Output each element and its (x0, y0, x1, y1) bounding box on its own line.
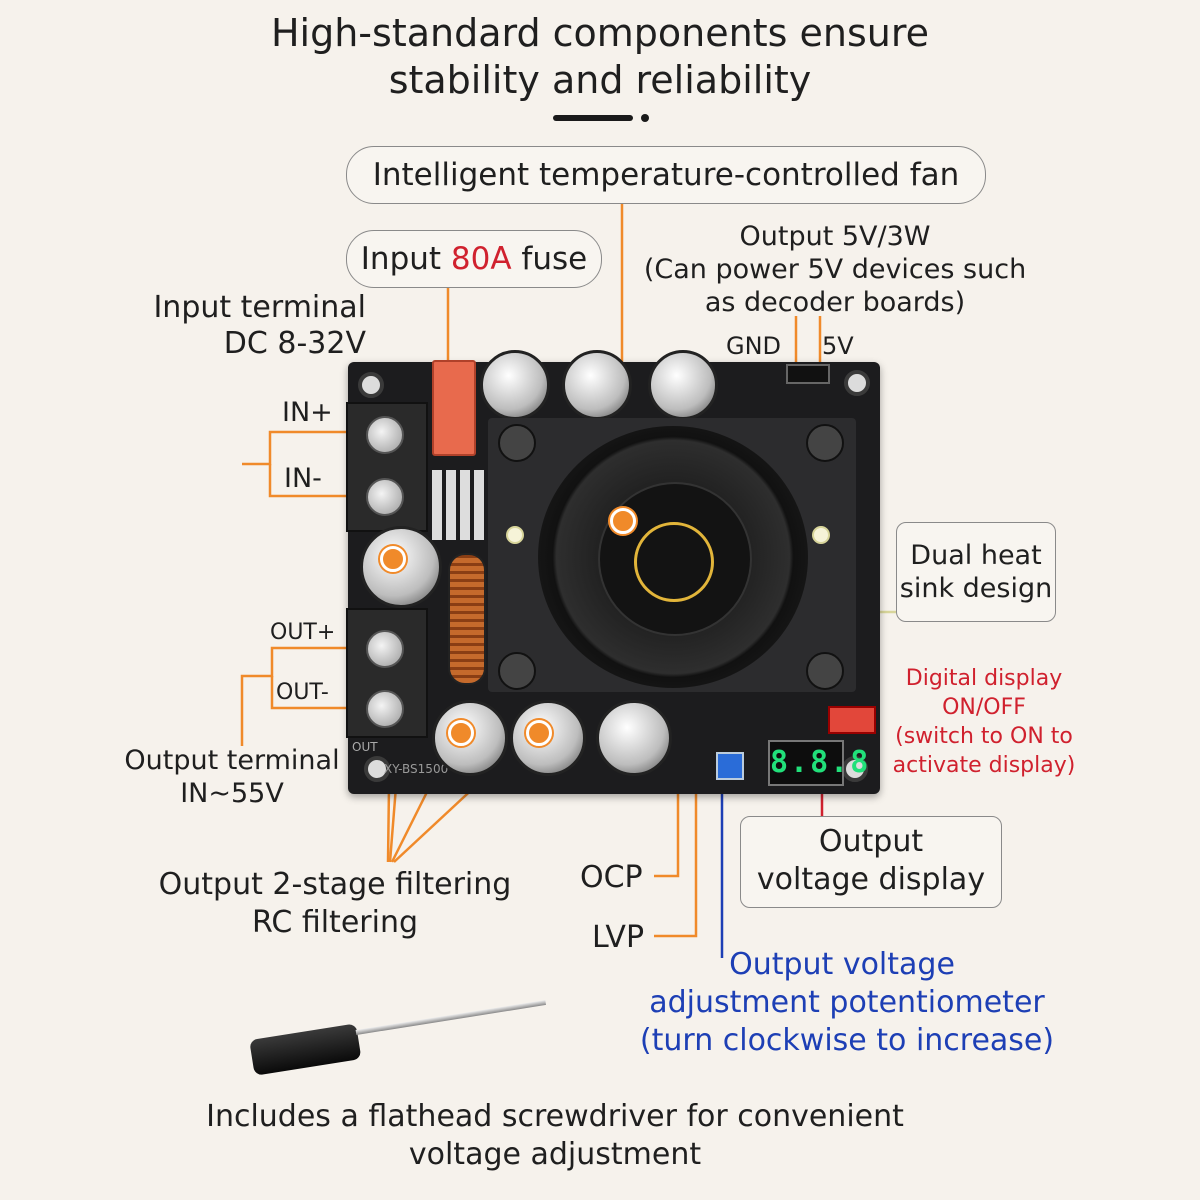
screwdriver-line-1: Includes a flathead screwdriver for conv… (206, 1099, 904, 1134)
output-5v-label: Output 5V/3W (Can power 5V devices such … (640, 220, 1030, 319)
gnd-label: GND (726, 332, 782, 360)
capacitor-bottom-2 (510, 700, 586, 776)
fan-screw-br (806, 652, 844, 690)
input-terminal-line-2: DC 8-32V (223, 326, 366, 361)
pot-line-1: Output voltage (729, 947, 955, 982)
pot-line-3: (turn clockwise to increase) (639, 1023, 1055, 1058)
capacitor-top-2 (562, 350, 632, 420)
capacitor-top-3 (648, 350, 718, 420)
title-line-1: High-standard components ensure (270, 11, 930, 55)
voltage-display-line-1: Output (818, 824, 924, 859)
heat-sink-line-1: Dual heat (910, 540, 1042, 571)
filter-marker-dot-2 (448, 720, 474, 746)
in-minus-screw (366, 478, 404, 516)
output-5v-line-2: (Can power 5V devices such (643, 254, 1027, 285)
capacitor-top-1 (480, 350, 550, 420)
title-underline (553, 115, 633, 121)
output-terminal-line-2: IN~55V (180, 778, 284, 809)
heat-sink-callout: Dual heat sink design (896, 522, 1056, 622)
fuse-value: 80A (450, 241, 512, 277)
fan-callout: Intelligent temperature-controlled fan (346, 146, 986, 204)
in-minus-bracket (268, 464, 360, 498)
in-plus-bracket (242, 430, 360, 466)
out-minus-label: OUT- (276, 680, 329, 705)
capacitor-bottom-3 (596, 700, 672, 776)
title-line-2: stability and reliability (388, 58, 812, 102)
output-terminal-block (346, 608, 428, 738)
inductor-coil (448, 553, 486, 685)
input-terminal-line-1: Input terminal (153, 290, 366, 325)
fan-marker-dot (610, 508, 636, 534)
filtering-line-1: Output 2-stage filtering (158, 867, 512, 902)
lvp-leader-line (654, 786, 698, 938)
fan-screw-tl (498, 424, 536, 462)
screwdriver-line-2: voltage adjustment (408, 1137, 702, 1172)
fan-screw-tr (806, 424, 844, 462)
voltage-potentiometer[interactable] (716, 752, 744, 780)
silkscreen-out: OUT (352, 740, 378, 754)
fuse-prefix: Input (360, 241, 451, 277)
output-5v-line-3: as decoder boards) (704, 287, 966, 318)
display-switch-line-1: Digital display (905, 666, 1063, 691)
filtering-label: Output 2-stage filtering RC filtering (150, 866, 520, 942)
output-5v-line-1: Output 5V/3W (739, 221, 931, 252)
display-switch[interactable] (828, 706, 876, 734)
silkscreen-model: XY-BS1500 (384, 762, 449, 776)
display-switch-label: Digital display ON/OFF (switch to ON to … (886, 664, 1082, 780)
title-underline-dot (641, 114, 649, 122)
heat-sink-dot-right (812, 526, 830, 544)
ocp-leader-line (654, 786, 680, 878)
potentiometer-label: Output voltage adjustment potentiometer … (630, 946, 1064, 1060)
fan-screw-bl (498, 652, 536, 690)
led-reading: 8.8.8 (770, 745, 871, 780)
output-terminal-line-1: Output terminal (124, 745, 340, 776)
voltage-led-display: 8.8.8 (768, 740, 871, 786)
5v-label: 5V (822, 332, 854, 360)
out-minus-screw (366, 690, 404, 728)
filtering-line-2: RC filtering (251, 905, 418, 940)
ocp-label: OCP (580, 860, 643, 895)
in-plus-screw (366, 416, 404, 454)
fuse-callout: Input 80A fuse (346, 230, 602, 288)
voltage-display-line-2: voltage display (756, 862, 986, 897)
display-switch-line-4: activate display) (892, 753, 1076, 778)
out-plus-label: OUT+ (270, 620, 336, 645)
input-terminal-label: Input terminal DC 8-32V (146, 290, 366, 362)
filter-marker-dot-1 (380, 546, 406, 572)
mount-hole-top-left (358, 372, 384, 398)
out-plus-screw (366, 630, 404, 668)
screwdriver-caption: Includes a flathead screwdriver for conv… (150, 1098, 960, 1174)
lvp-label: LVP (592, 920, 645, 955)
output-5v-header (786, 364, 830, 384)
mount-hole-bottom-right (842, 756, 868, 782)
filter-marker-dot-3 (526, 720, 552, 746)
voltage-display-callout: Output voltage display (740, 816, 1002, 908)
mosfet-array (432, 470, 488, 540)
heat-sink-dot-left (506, 526, 524, 544)
fan-callout-text: Intelligent temperature-controlled fan (372, 157, 960, 193)
out-minus-bracket (270, 676, 366, 710)
display-switch-line-2: ON/OFF (942, 695, 1026, 720)
in-plus-label: IN+ (282, 397, 333, 428)
mount-hole-bottom-left (364, 756, 390, 782)
page-title: High-standard components ensure stabilit… (0, 10, 1200, 104)
pot-line-2: adjustment potentiometer (649, 985, 1045, 1020)
mount-hole-top-right (844, 370, 870, 396)
fuse-suffix: fuse (511, 241, 588, 277)
in-minus-label: IN- (284, 463, 322, 494)
output-terminal-label: Output terminal IN~55V (116, 744, 348, 810)
display-switch-line-3: (switch to ON to (895, 724, 1073, 749)
heat-sink-line-2: sink design (899, 573, 1053, 604)
logo-icon (634, 522, 714, 602)
fuse (432, 360, 476, 456)
